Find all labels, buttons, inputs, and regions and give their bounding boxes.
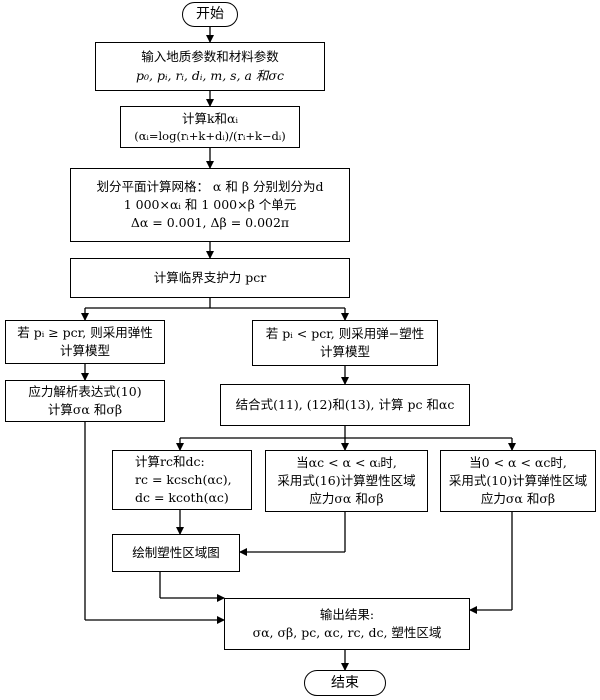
input-title: 输入地质参数和材料参数 [141,49,279,65]
stress-analytic-box: 应力解析表达式(10) 计算σα 和σβ [5,380,165,422]
elastic-model-line-2: 计算模型 [59,343,110,358]
critical-label: 计算临界支护力 pcr [153,269,267,285]
compute-k-box: 计算k和αᵢ (αᵢ=log(rᵢ+k+dᵢ)/(rᵢ+k−dᵢ) [120,106,300,148]
critical-support-box: 计算临界支护力 pcr [70,258,350,298]
draw-plastic-zone-box: 绘制塑性区域图 [112,534,240,572]
plastic-zone-line-1: 当αc < α < αᵢ时, [296,454,397,470]
elastic-model-box: 若 pᵢ ≥ pcr, 则采用弹性 计算模型 [5,320,165,364]
elastoplastic-line-2: 计算模型 [319,344,370,359]
output-line-1: 输出结果: [319,606,375,622]
output-line-2: σα, σβ, pc, αc, rc, dc, 塑性区域 [252,625,442,640]
output-results-box: 输出结果: σα, σβ, pc, αc, rc, dc, 塑性区域 [224,598,470,650]
compute-k-title: 计算k和αᵢ [181,110,239,126]
combine-label: 结合式(11), (12)和(13), 计算 pc 和αc [235,396,455,412]
start-node: 开始 [182,2,238,27]
plastic-zone-stress-box: 当αc < α < αᵢ时, 采用式(16)计算塑性区域 应力σα 和σβ [265,450,428,512]
elastoplastic-line-1: 若 pᵢ < pcr, 则采用弹−塑性 [265,325,425,341]
rc-dc-line-3: dc = kcoth(αc) [135,490,229,506]
input-params: p₀, pᵢ, rᵢ, dᵢ, m, s, a 和σc [136,67,284,83]
grid-line-3: Δα = 0.001, Δβ = 0.002π [130,215,290,231]
stress-analytic-line-2: 计算σα 和σβ [47,402,123,417]
compute-k-formula: (αᵢ=log(rᵢ+k+dᵢ)/(rᵢ+k−dᵢ) [134,128,286,143]
elastic-model-line-1: 若 pᵢ ≥ pcr, 则采用弹性 [17,324,153,340]
start-label: 开始 [196,6,224,23]
combine-equations-box: 结合式(11), (12)和(13), 计算 pc 和αc [220,384,470,426]
stress-analytic-line-1: 应力解析表达式(10) [28,383,142,399]
grid-partition-box: 划分平面计算网格： α 和 β 分别划分为d 1 000×αᵢ 和 1 000×… [70,168,350,242]
rc-dc-box: 计算rc和dc: rc = kcsch(αc), dc = kcoth(αc) [112,450,252,510]
end-label: 结束 [331,674,359,691]
plastic-zone-line-3: 应力σα 和σβ [309,491,384,507]
draw-plastic-label: 绘制塑性区域图 [132,544,220,560]
elastic-zone-line-2: 采用式(10)计算弹性区域 [448,472,588,488]
rc-dc-line-1: 计算rc和dc: [135,453,205,469]
plastic-zone-line-2: 采用式(16)计算塑性区域 [277,472,416,488]
elastoplastic-model-box: 若 pᵢ < pcr, 则采用弹−塑性 计算模型 [252,320,438,366]
elastic-zone-stress-box: 当0 < α < αc时, 采用式(10)计算弹性区域 应力σα 和σβ [440,450,596,512]
grid-line-1: 划分平面计算网格： α 和 β 分别划分为d [96,178,324,194]
rc-dc-line-2: rc = kcsch(αc), [135,471,232,487]
grid-line-2: 1 000×αᵢ 和 1 000×β 个单元 [123,196,297,212]
elastic-zone-line-1: 当0 < α < αc时, [469,454,567,470]
end-node: 结束 [304,670,386,696]
input-parameters-box: 输入地质参数和材料参数 p₀, pᵢ, rᵢ, dᵢ, m, s, a 和σc [95,42,325,91]
elastic-zone-line-3: 应力σα 和σβ [480,491,556,507]
